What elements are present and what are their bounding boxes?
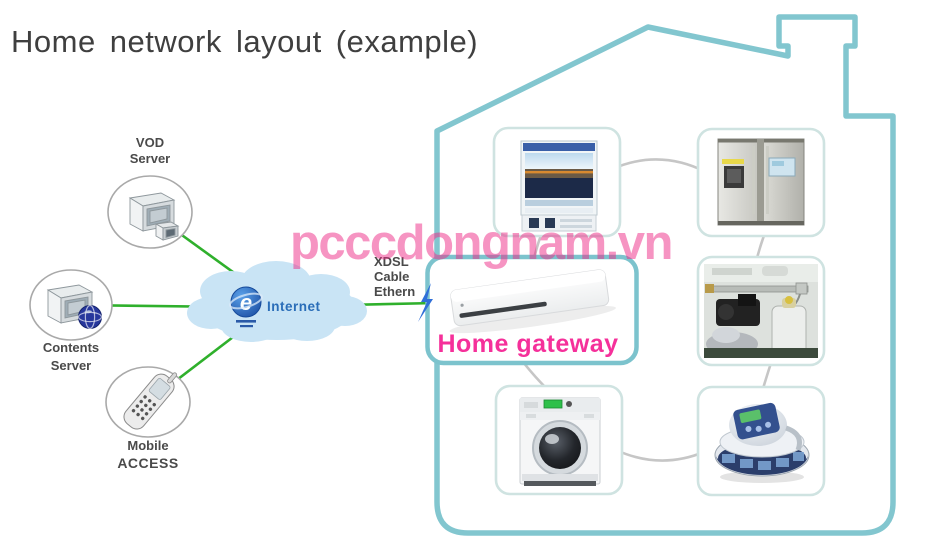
mobile-access-label-line1: Mobile bbox=[127, 438, 168, 453]
vod-server-icon bbox=[128, 192, 180, 241]
washing-machine-icon bbox=[519, 397, 601, 486]
internet-label: Internet bbox=[267, 299, 321, 314]
connector-washer-robot bbox=[615, 448, 705, 462]
globe-icon bbox=[77, 304, 103, 330]
cleaning-robot-icon bbox=[714, 402, 810, 483]
uplink-label-line2: Cable bbox=[374, 269, 409, 284]
uplink-label-line1: XDSL bbox=[374, 254, 409, 269]
contents-server-label-line2: Server bbox=[51, 358, 91, 373]
home-gateway-panel: Home gateway bbox=[425, 254, 639, 366]
lightning-icon bbox=[418, 283, 433, 322]
contents-server-label-line1: Contents bbox=[43, 340, 99, 355]
refrigerator-icon bbox=[717, 138, 805, 226]
uplink-label-line3: Ethern bbox=[374, 284, 415, 299]
page-title: Home network layout (example) bbox=[11, 24, 478, 59]
mobile-phone-icon bbox=[123, 372, 178, 430]
digital-tv-icon bbox=[520, 140, 598, 232]
home-gateway-label: Home gateway bbox=[437, 330, 618, 358]
home-gateway-icon bbox=[449, 269, 616, 334]
internet-e-icon: e bbox=[229, 286, 263, 328]
uplink-label: XDSL Cable Ethern bbox=[374, 254, 415, 299]
internet-cloud: e Internet bbox=[187, 261, 367, 342]
mobile-access-node: Mobile ACCESS bbox=[105, 366, 191, 471]
vod-server-label-line1: VOD bbox=[136, 135, 164, 150]
contents-server-node: Contents Server bbox=[29, 269, 113, 373]
vod-server-node: VOD Server bbox=[107, 135, 193, 249]
watermark: pcccdongnam.vn bbox=[290, 216, 672, 270]
mobile-access-label-line2: ACCESS bbox=[117, 455, 178, 471]
gas-valve-system-icon bbox=[704, 264, 818, 358]
vod-server-label-line2: Server bbox=[130, 151, 170, 166]
